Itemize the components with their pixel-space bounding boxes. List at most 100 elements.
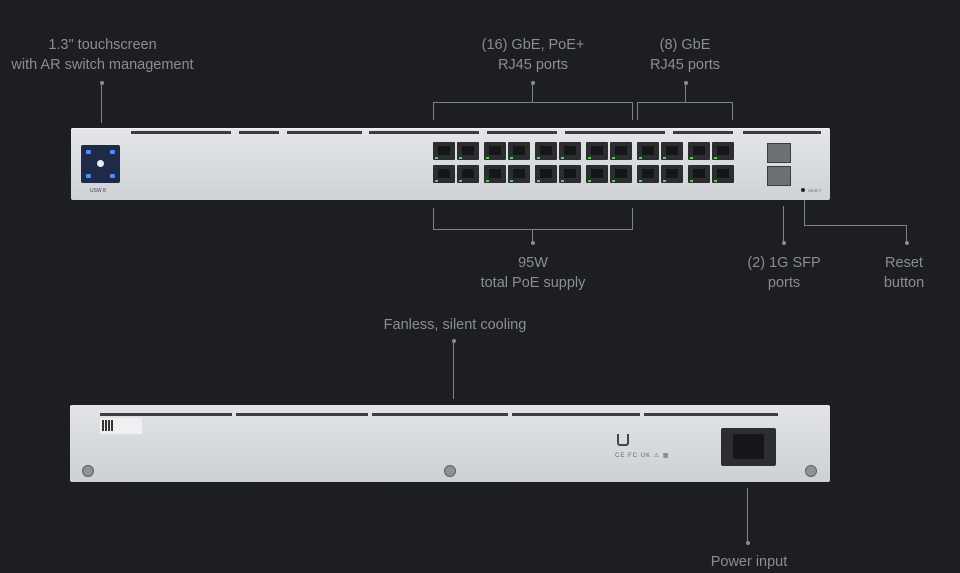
sfp-port-2[interactable]: [767, 166, 791, 186]
reset-callout-stem: [804, 196, 805, 226]
poe-callout-stem: [532, 83, 533, 103]
ubiquiti-logo-icon: [617, 434, 629, 446]
link-led-icon: [486, 157, 489, 159]
power-inlet[interactable]: [721, 428, 776, 466]
gbe-callout-dot: [684, 81, 688, 85]
touchscreen-display[interactable]: [81, 145, 120, 183]
regulatory-marks: CE FC UK ⚠ ▦: [615, 453, 670, 459]
rj45-port[interactable]: [457, 142, 479, 160]
rear-screw-middle: [444, 465, 456, 477]
rj45-port[interactable]: [559, 142, 581, 160]
link-led-icon: [459, 180, 462, 182]
link-led-icon: [435, 157, 438, 159]
link-led-icon: [435, 180, 438, 182]
link-led-icon: [639, 157, 642, 159]
power-callout-dot: [746, 541, 750, 545]
supply-bracket-bottom: [433, 229, 633, 230]
rear-vent-slot-5: [644, 413, 778, 416]
rear-vent-slot-2: [236, 413, 368, 416]
link-led-icon: [588, 180, 591, 182]
power-callout: [747, 488, 748, 543]
gbe-bracket-top: [637, 102, 733, 103]
rj45-port[interactable]: [535, 165, 557, 183]
link-led-icon: [510, 157, 513, 159]
cooling-label: Fanless, silent cooling: [383, 317, 527, 333]
rj45-port[interactable]: [586, 142, 608, 160]
rear-vent-slot-4: [512, 413, 640, 416]
rj45-port[interactable]: [484, 165, 506, 183]
sfp-callout-dot: [782, 241, 786, 245]
serial-sticker: [100, 418, 142, 434]
rj45-port[interactable]: [610, 142, 632, 160]
sfp-port-1[interactable]: [767, 143, 791, 163]
sfp-callout-stem: [783, 206, 784, 243]
reset-callout-horizontal: [804, 225, 907, 226]
link-led-icon: [537, 157, 540, 159]
link-led-icon: [561, 180, 564, 182]
power-input-label: Power input: [710, 554, 788, 570]
rj45-port[interactable]: [508, 142, 530, 160]
sfp-ports-label: (2) 1G SFP ports: [747, 255, 821, 291]
qr-code-icon: [102, 420, 113, 431]
cooling-callout-dot: [452, 339, 456, 343]
reset-button-label: Reset button: [883, 255, 925, 291]
link-led-icon: [459, 157, 462, 159]
front-vent-slots: [131, 131, 821, 135]
link-led-icon: [714, 180, 717, 182]
rj45-port[interactable]: [661, 142, 683, 160]
rj45-port[interactable]: [637, 142, 659, 160]
gbe-callout-stem: [685, 83, 686, 103]
link-led-icon: [612, 180, 615, 182]
power-socket-icon: [733, 434, 764, 459]
gbe-bracket-left: [637, 102, 638, 120]
rear-screw-left: [82, 465, 94, 477]
switch-front-panel: USW 8 RESET: [71, 128, 830, 200]
reset-mark: RESET: [808, 188, 822, 193]
rj45-port[interactable]: [535, 142, 557, 160]
rj45-port[interactable]: [610, 165, 632, 183]
model-badge: USW 8: [90, 188, 106, 194]
link-led-icon: [690, 180, 693, 182]
link-led-icon: [537, 180, 540, 182]
supply-bracket-left: [433, 208, 434, 230]
link-led-icon: [714, 157, 717, 159]
rear-vent-slot-3: [372, 413, 508, 416]
link-led-icon: [510, 180, 513, 182]
gbe-ports-label: (8) GbE RJ45 ports: [649, 37, 721, 73]
rj45-port[interactable]: [433, 165, 455, 183]
gbe-bracket-right: [732, 102, 733, 120]
reset-callout-drop: [906, 225, 907, 243]
rj45-port[interactable]: [661, 165, 683, 183]
poe-bracket-left: [433, 102, 434, 120]
rj45-port[interactable]: [712, 142, 734, 160]
poe-bracket-right: [632, 102, 633, 120]
link-led-icon: [690, 157, 693, 159]
link-led-icon: [663, 157, 666, 159]
poe-ports-label: (16) GbE, PoE+ RJ45 ports: [481, 37, 585, 73]
rj45-port[interactable]: [433, 142, 455, 160]
poe-supply-label: 95W total PoE supply: [480, 255, 586, 291]
link-led-icon: [639, 180, 642, 182]
rj45-port[interactable]: [457, 165, 479, 183]
rj45-port[interactable]: [586, 165, 608, 183]
poe-callout-dot: [531, 81, 535, 85]
supply-callout-stem: [532, 229, 533, 243]
touchscreen-label: 1.3" touchscreen with AR switch manageme…: [11, 37, 194, 73]
link-led-icon: [663, 180, 666, 182]
rj45-port[interactable]: [484, 142, 506, 160]
screen-center-icon: [97, 160, 104, 167]
link-led-icon: [612, 157, 615, 159]
link-led-icon: [486, 180, 489, 182]
rj45-port[interactable]: [688, 142, 710, 160]
rj45-port[interactable]: [559, 165, 581, 183]
rj45-port[interactable]: [688, 165, 710, 183]
supply-callout-dot: [531, 241, 535, 245]
rj45-port[interactable]: [712, 165, 734, 183]
rj45-port[interactable]: [508, 165, 530, 183]
link-led-icon: [588, 157, 591, 159]
rj45-port[interactable]: [637, 165, 659, 183]
reset-callout-dot: [905, 241, 909, 245]
poe-bracket-top: [433, 102, 633, 103]
link-led-icon: [561, 157, 564, 159]
reset-button[interactable]: [801, 188, 805, 192]
